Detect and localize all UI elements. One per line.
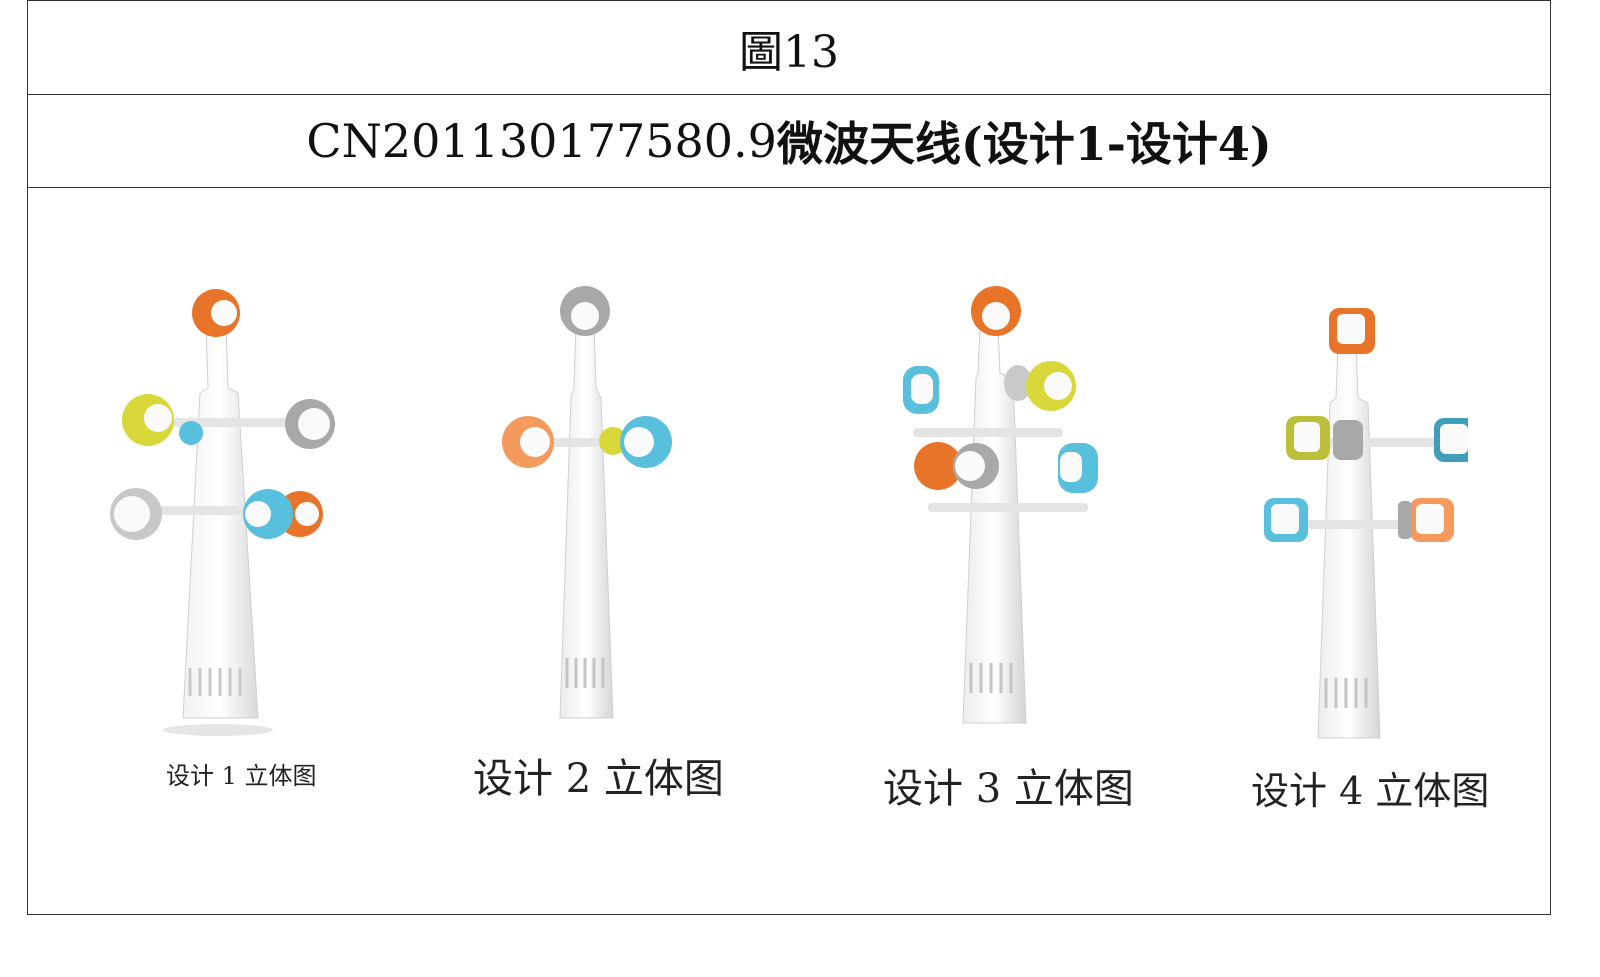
design-3-antenna-drawing — [903, 286, 1098, 724]
design-2-caption: 设计 2 立体图 — [473, 756, 724, 802]
figure-title: 圖13 — [28, 1, 1550, 95]
subtitle-code: CN201130177580.9 — [306, 114, 777, 168]
design-2-antenna-drawing — [502, 286, 672, 719]
design-1-caption: 设计 1 立体图 — [166, 762, 317, 790]
subtitle-name: 微波天线(设计1-设计4) — [776, 117, 1272, 171]
design-4: 设计 4 立体图 — [1238, 298, 1489, 813]
design-4-caption: 设计 4 立体图 — [1251, 769, 1490, 813]
design-1: 设计 1 立体图 — [98, 278, 338, 790]
design-gallery: 设计 1 立体图 — [28, 188, 1550, 914]
figure-label: 圖13 — [739, 26, 839, 78]
design-1-antenna-drawing — [110, 289, 335, 736]
design-2: 设计 2 立体图 — [473, 278, 724, 802]
design-4-antenna-drawing — [1264, 308, 1468, 739]
design-3: 设计 3 立体图 — [868, 278, 1134, 812]
design-3-caption: 设计 3 立体图 — [883, 766, 1134, 812]
